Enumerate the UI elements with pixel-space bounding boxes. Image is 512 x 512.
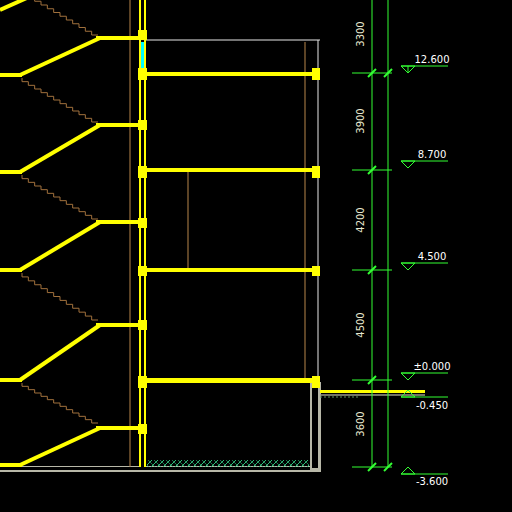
dimension-text: 3900: [356, 108, 366, 133]
stair-step-line: [22, 273, 98, 320]
elevation-text: 8.700: [418, 150, 447, 160]
dimension-lines: [352, 0, 392, 471]
dimension-text: 4500: [356, 312, 366, 337]
elevation-text: 12.600: [415, 55, 450, 65]
elevation-text: ±0.000: [413, 362, 450, 372]
dimension-text: 3300: [356, 21, 366, 46]
walls: [130, 0, 320, 467]
stair-steps: [22, 0, 98, 423]
stairs: [0, 0, 140, 467]
stair-step-line: [22, 0, 98, 35]
stair-step-line: [22, 175, 98, 219]
stair-step-line: [22, 383, 98, 423]
elevation-text: -3.600: [416, 477, 448, 487]
floor-hatch: [147, 460, 309, 467]
elevation-text: -0.450: [416, 401, 448, 411]
elevation-text: 4.500: [418, 252, 447, 262]
ground-line: [0, 382, 425, 472]
dimension-text: 3600: [356, 411, 366, 436]
dimension-text: 4200: [356, 207, 366, 232]
stair-step-line: [22, 78, 98, 122]
floor-slabs: [138, 30, 320, 434]
elevation-marks: [401, 66, 448, 474]
